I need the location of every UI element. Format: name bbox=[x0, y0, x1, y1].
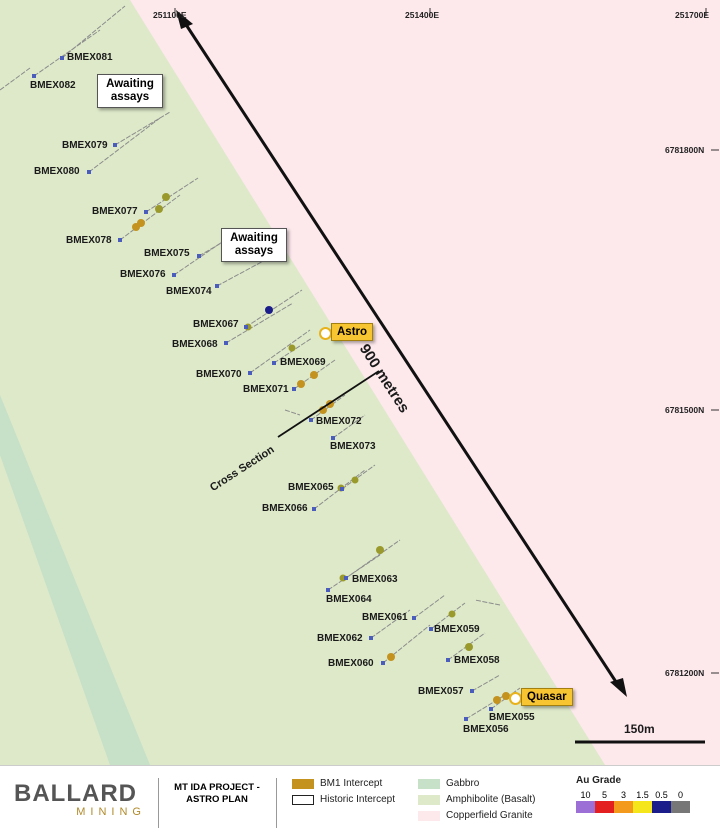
legend-divider bbox=[158, 778, 159, 828]
northing-label: 6781800N bbox=[665, 145, 705, 155]
drillhole-label[interactable]: BMEX074 bbox=[166, 286, 212, 297]
drillhole-label[interactable]: BMEX080 bbox=[34, 166, 80, 177]
prospect-quasar[interactable]: Quasar bbox=[521, 688, 573, 706]
au-grade-colors bbox=[576, 801, 716, 813]
drillhole-label[interactable]: BMEX055 bbox=[489, 712, 535, 723]
drillhole-label[interactable]: BMEX067 bbox=[193, 319, 239, 330]
company-logo: BALLARD MINING bbox=[14, 780, 154, 818]
scale-label: 150m bbox=[624, 722, 655, 736]
gabbro-label: Gabbro bbox=[446, 778, 480, 789]
drillhole-label[interactable]: BMEX072 bbox=[316, 416, 362, 427]
awaiting-assays-callout: Awaiting assays bbox=[97, 74, 163, 108]
drillhole-label[interactable]: BMEX062 bbox=[317, 633, 363, 644]
drillhole-label[interactable]: BMEX068 bbox=[172, 339, 218, 350]
drillhole-label[interactable]: BMEX081 bbox=[67, 52, 113, 63]
amphibolite-label: Amphibolite (Basalt) bbox=[446, 794, 536, 805]
drillhole-label[interactable]: BMEX079 bbox=[62, 140, 108, 151]
drillhole-label[interactable]: BMEX056 bbox=[463, 724, 509, 735]
au-grade-values: 10 5 3 1.5 0.5 0 bbox=[576, 790, 716, 800]
bm1-intercept-swatch bbox=[292, 779, 314, 789]
au-grade-value: 10 bbox=[580, 790, 591, 800]
au-grade-swatch bbox=[614, 801, 633, 813]
awaiting-assays-callout: Awaiting assays bbox=[221, 228, 287, 262]
gabbro-zone bbox=[0, 395, 150, 765]
au-grade-value: 5 bbox=[601, 790, 607, 800]
drillhole-label[interactable]: BMEX063 bbox=[352, 574, 398, 585]
easting-label: 251400E bbox=[405, 10, 440, 20]
northing-label: 6781500N bbox=[665, 405, 705, 415]
legend-panel: BALLARD MINING MT IDA PROJECT - ASTRO PL… bbox=[0, 765, 720, 839]
au-grade-swatch bbox=[595, 801, 614, 813]
drillhole-label[interactable]: BMEX076 bbox=[120, 269, 166, 280]
drillhole-label[interactable]: BMEX066 bbox=[262, 503, 308, 514]
drillhole-label[interactable]: BMEX082 bbox=[30, 80, 76, 91]
drillhole-label[interactable]: BMEX071 bbox=[243, 384, 289, 395]
amphibolite-swatch bbox=[418, 795, 440, 805]
drillhole-label[interactable]: BMEX064 bbox=[326, 594, 372, 605]
drillhole-label[interactable]: BMEX059 bbox=[434, 624, 480, 635]
au-grade-value: 1.5 bbox=[636, 790, 649, 800]
drillhole-label[interactable]: BMEX073 bbox=[330, 441, 376, 452]
drillhole-label[interactable]: BMEX069 bbox=[280, 357, 326, 368]
bm1-intercept-label: BM1 Intercept bbox=[320, 778, 383, 789]
au-grade-swatch bbox=[576, 801, 595, 813]
drillhole-label[interactable]: BMEX075 bbox=[144, 248, 190, 259]
northing-label: 6781200N bbox=[665, 668, 705, 678]
historic-intercept-swatch bbox=[292, 795, 314, 805]
drillhole-label[interactable]: BMEX058 bbox=[454, 655, 500, 666]
au-grade-ramp: 10 5 3 1.5 0.5 0 bbox=[576, 790, 716, 813]
au-grade-swatch bbox=[671, 801, 690, 813]
gabbro-swatch bbox=[418, 779, 440, 789]
project-title: MT IDA PROJECT - ASTRO PLAN bbox=[174, 782, 260, 805]
drillhole-label[interactable]: BMEX065 bbox=[288, 482, 334, 493]
granite-label: Copperfield Granite bbox=[446, 810, 533, 821]
granite-swatch bbox=[418, 811, 440, 821]
map-area[interactable]: 251100E 251400E 251700E 6781800N 6781500… bbox=[0, 0, 720, 765]
au-grade-swatch bbox=[633, 801, 652, 813]
cross-section-line bbox=[277, 370, 380, 438]
logo-sub: MINING bbox=[76, 806, 146, 818]
au-grade-title: Au Grade bbox=[576, 775, 622, 786]
legend-divider bbox=[276, 778, 277, 828]
historic-intercept-label: Historic Intercept bbox=[320, 794, 396, 805]
map-canvas bbox=[0, 0, 719, 765]
drillhole-label[interactable]: BMEX070 bbox=[196, 369, 242, 380]
au-grade-swatch bbox=[652, 801, 671, 813]
drillhole-label[interactable]: BMEX060 bbox=[328, 658, 374, 669]
drillhole-label[interactable]: BMEX078 bbox=[66, 235, 112, 246]
prospect-astro[interactable]: Astro bbox=[331, 323, 374, 341]
drillhole-label[interactable]: BMEX061 bbox=[362, 612, 408, 623]
drillhole-collars bbox=[32, 56, 493, 721]
au-grade-value: 0.5 bbox=[655, 790, 668, 800]
logo-main: BALLARD bbox=[14, 780, 137, 807]
au-grade-value: 0 bbox=[677, 790, 683, 800]
drillhole-label[interactable]: BMEX077 bbox=[92, 206, 138, 217]
drillhole-label[interactable]: BMEX057 bbox=[418, 686, 464, 697]
easting-label: 251100E bbox=[153, 10, 187, 20]
au-grade-value: 3 bbox=[620, 790, 626, 800]
distance-arrow bbox=[176, 10, 627, 697]
easting-label: 251700E bbox=[675, 10, 710, 20]
